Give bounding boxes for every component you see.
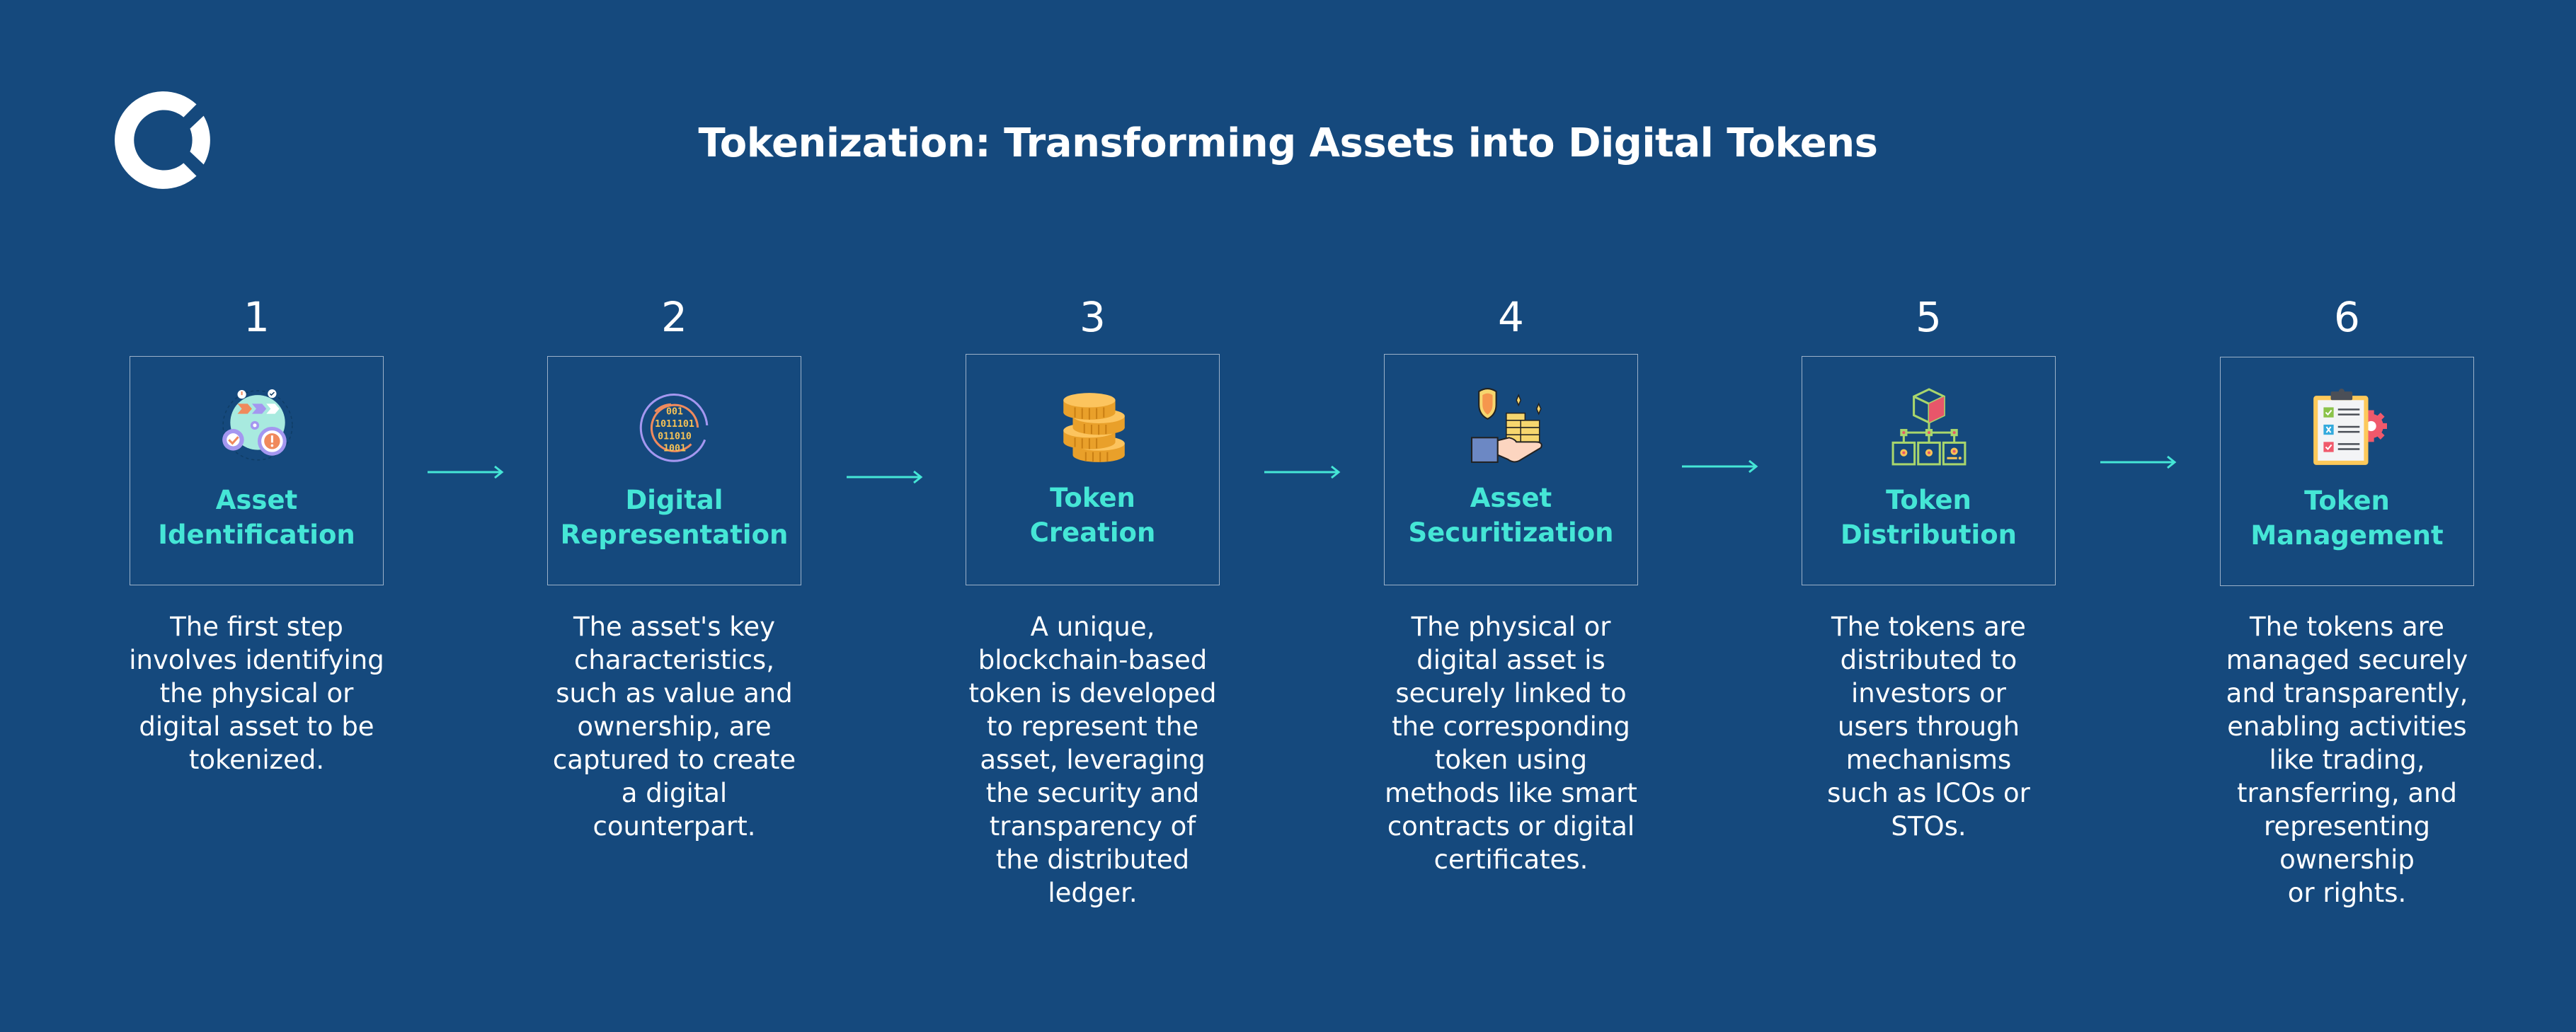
step-title: Asset Identification bbox=[158, 485, 355, 550]
step-description: The asset's key characteristics, such as… bbox=[552, 612, 796, 842]
step-number: 1 bbox=[244, 293, 270, 341]
step-card: Token Creation bbox=[966, 354, 1220, 585]
step-card: Token Distribution bbox=[1802, 356, 2056, 585]
company-logo-icon bbox=[115, 91, 210, 189]
step-number: 2 bbox=[661, 293, 687, 341]
svg-text:1001: 1001 bbox=[663, 444, 686, 454]
step-description: The physical or digital asset is securel… bbox=[1385, 612, 1637, 875]
step-number: 3 bbox=[1080, 293, 1106, 341]
step-card: 001 1011101 011010 1001 Digital Represen… bbox=[547, 356, 801, 585]
step-card: Asset Securitization bbox=[1384, 354, 1638, 585]
svg-text:1011101: 1011101 bbox=[655, 419, 694, 430]
asset-identification-icon bbox=[222, 389, 293, 461]
arrow-right-icon bbox=[847, 470, 923, 484]
step-number: 6 bbox=[2334, 293, 2360, 341]
arrow-right-icon bbox=[1264, 465, 1341, 479]
arrow-right-icon bbox=[428, 465, 504, 479]
arrow-right-icon bbox=[2100, 455, 2177, 469]
coin-stack-icon bbox=[1063, 393, 1125, 462]
step-card: Asset Identification bbox=[130, 356, 384, 585]
distribution-network-icon bbox=[1891, 388, 1966, 466]
step-description: The tokens are managed securely and tran… bbox=[2226, 612, 2468, 908]
step-description: The first step involves identifying the … bbox=[129, 612, 384, 775]
step-title: Digital Representation bbox=[560, 485, 789, 550]
step-number: 4 bbox=[1498, 293, 1524, 341]
step-title: Token Distribution bbox=[1841, 485, 2017, 550]
step-card: Token Management bbox=[2220, 357, 2474, 586]
step-number: 5 bbox=[1916, 293, 1942, 341]
step-description: The tokens are distributed to investors … bbox=[1827, 612, 2030, 842]
arrow-right-icon bbox=[1682, 459, 1758, 474]
clipboard-gear-icon bbox=[2313, 389, 2387, 465]
step-title: Token Creation bbox=[1029, 483, 1156, 548]
step-description: A unique, blockchain-based token is deve… bbox=[968, 612, 1217, 908]
step-title: Asset Securitization bbox=[1408, 483, 1614, 548]
hand-coins-shield-icon bbox=[1470, 388, 1542, 463]
svg-text:001: 001 bbox=[666, 407, 683, 418]
step-title: Token Management bbox=[2250, 486, 2444, 551]
binary-code-icon: 001 1011101 011010 1001 bbox=[639, 394, 708, 462]
svg-text:011010: 011010 bbox=[658, 431, 692, 442]
page-title: Tokenization: Transforming Assets into D… bbox=[698, 120, 1878, 166]
